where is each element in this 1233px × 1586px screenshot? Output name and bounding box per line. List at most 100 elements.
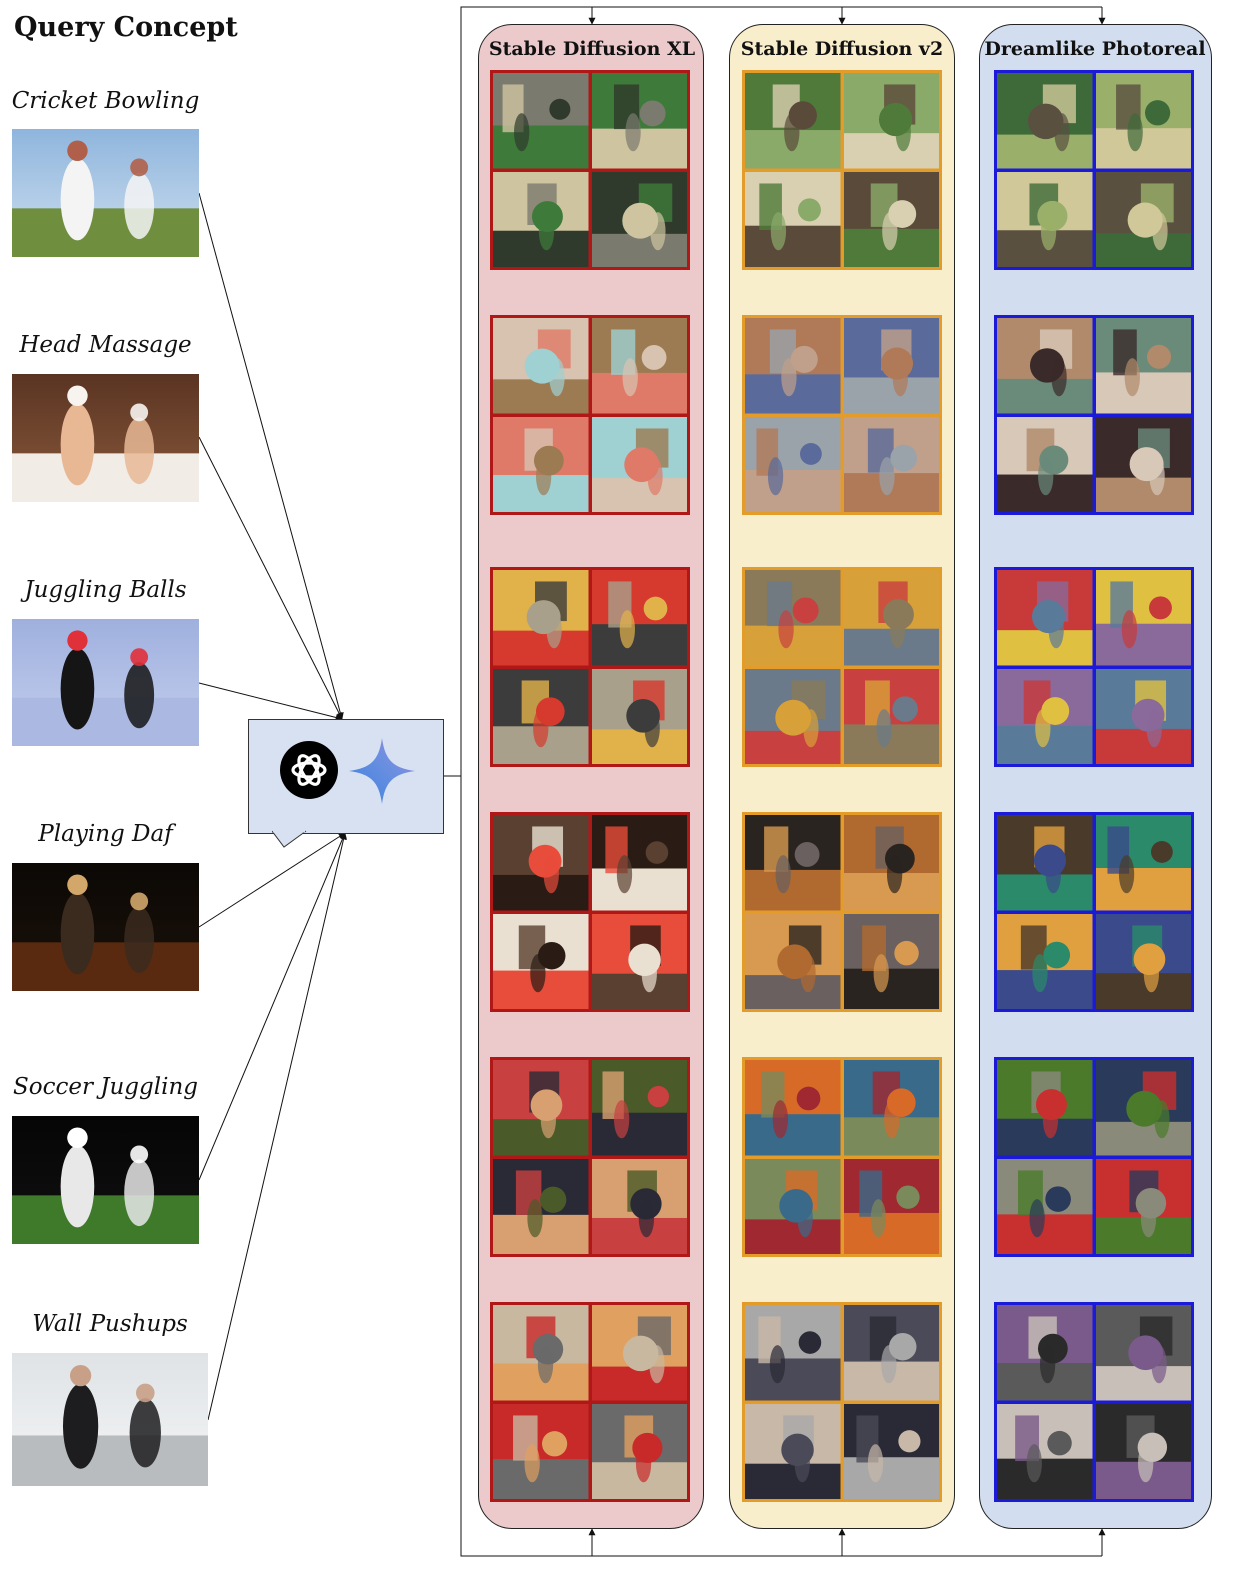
generated-image	[591, 1403, 687, 1499]
llm-generator-box	[248, 719, 444, 834]
generated-image	[493, 1403, 589, 1499]
generated-grid-stable-diffusion-xl-juggling-balls	[490, 567, 690, 767]
generated-image	[591, 171, 687, 267]
concept-photo-head-massage	[12, 374, 199, 502]
model-column-dreamlike-photoreal	[979, 24, 1212, 1529]
generated-grid-stable-diffusion-xl-head-massage	[490, 315, 690, 515]
generated-image	[1095, 1305, 1191, 1401]
generated-grid-dreamlike-photoreal-head-massage	[994, 315, 1194, 515]
model-title-dreamlike-photoreal: Dreamlike Photoreal	[984, 38, 1206, 60]
concept-label-head-massage: Head Massage	[19, 332, 192, 358]
generated-image	[591, 318, 687, 414]
generated-image	[745, 815, 841, 911]
concept-photo-playing-daf	[12, 863, 199, 991]
generated-image	[745, 171, 841, 267]
llm-box-notch	[272, 830, 307, 848]
generated-image	[591, 815, 687, 911]
generated-grid-stable-diffusion-xl-cricket-bowling	[490, 70, 690, 270]
generated-image	[843, 318, 939, 414]
generated-grid-stable-diffusion-v2-soccer-juggling	[742, 1057, 942, 1257]
generated-image	[843, 668, 939, 764]
generated-image	[745, 1305, 841, 1401]
generated-image	[493, 668, 589, 764]
generated-image	[745, 73, 841, 169]
generated-image	[745, 668, 841, 764]
generated-image	[745, 416, 841, 512]
generated-image	[997, 1305, 1093, 1401]
generated-image	[843, 913, 939, 1009]
generated-image	[591, 73, 687, 169]
generated-image	[745, 913, 841, 1009]
generated-image	[493, 416, 589, 512]
generated-image	[1095, 668, 1191, 764]
query-concept-title: Query Concept	[14, 12, 238, 43]
generated-image	[843, 1060, 939, 1156]
gemini-sparkle-icon	[347, 736, 417, 810]
generated-grid-stable-diffusion-v2-juggling-balls	[742, 567, 942, 767]
generated-image	[1095, 815, 1191, 911]
wire-cricket-bowling	[198, 192, 344, 720]
generated-image	[591, 913, 687, 1009]
generated-grid-dreamlike-photoreal-juggling-balls	[994, 567, 1194, 767]
generated-image	[843, 171, 939, 267]
generated-image	[997, 668, 1093, 764]
concept-photo-juggling-balls	[12, 619, 199, 746]
concept-photo-soccer-juggling	[12, 1116, 199, 1244]
concept-label-cricket-bowling: Cricket Bowling	[11, 88, 200, 114]
concept-label-playing-daf: Playing Daf	[38, 821, 173, 847]
generated-image	[997, 171, 1093, 267]
wire-soccer-juggling	[198, 832, 346, 1181]
generated-image	[843, 1305, 939, 1401]
generated-image	[843, 570, 939, 666]
concept-label-soccer-juggling: Soccer Juggling	[12, 1074, 198, 1100]
generated-image	[997, 815, 1093, 911]
generated-grid-dreamlike-photoreal-wall-pushups	[994, 1302, 1194, 1502]
generated-image	[591, 1305, 687, 1401]
generated-image	[591, 1060, 687, 1156]
generated-grid-stable-diffusion-v2-wall-pushups	[742, 1302, 942, 1502]
generated-image	[1095, 171, 1191, 267]
generated-image	[493, 73, 589, 169]
generated-image	[997, 416, 1093, 512]
generated-grid-dreamlike-photoreal-playing-daf	[994, 812, 1194, 1012]
generated-image	[591, 668, 687, 764]
concept-photo-wall-pushups	[12, 1353, 208, 1486]
generated-image	[493, 1305, 589, 1401]
generated-image	[591, 1158, 687, 1254]
generated-image	[997, 1403, 1093, 1499]
generated-grid-stable-diffusion-xl-wall-pushups	[490, 1302, 690, 1502]
generated-image	[1095, 1403, 1191, 1499]
model-column-stable-diffusion-v2	[729, 24, 955, 1529]
wire-head-massage	[198, 436, 343, 720]
generated-image	[1095, 416, 1191, 512]
wire-playing-daf	[198, 832, 346, 928]
generated-image	[843, 416, 939, 512]
wire-juggling-balls	[198, 682, 343, 721]
generated-image	[1095, 73, 1191, 169]
generated-image	[493, 318, 589, 414]
generated-image	[591, 570, 687, 666]
generated-image	[493, 171, 589, 267]
generated-image	[1095, 913, 1191, 1009]
generated-image	[493, 570, 589, 666]
generated-image	[745, 1060, 841, 1156]
generated-image	[591, 416, 687, 512]
generated-image	[843, 1403, 939, 1499]
generated-image	[997, 318, 1093, 414]
generated-image	[493, 913, 589, 1009]
generated-image	[1095, 570, 1191, 666]
generated-grid-stable-diffusion-v2-cricket-bowling	[742, 70, 942, 270]
generated-image	[997, 570, 1093, 666]
generated-image	[745, 1158, 841, 1254]
model-title-stable-diffusion-v2: Stable Diffusion v2	[740, 38, 944, 60]
generated-grid-stable-diffusion-v2-playing-daf	[742, 812, 942, 1012]
generated-grid-stable-diffusion-xl-soccer-juggling	[490, 1057, 690, 1257]
generated-grid-stable-diffusion-v2-head-massage	[742, 315, 942, 515]
openai-logo-icon	[279, 740, 339, 804]
generated-image	[745, 318, 841, 414]
generated-image	[997, 73, 1093, 169]
wire-bottom-bus	[460, 776, 1102, 1557]
generated-image	[493, 1060, 589, 1156]
generated-grid-dreamlike-photoreal-cricket-bowling	[994, 70, 1194, 270]
generated-image	[1095, 318, 1191, 414]
